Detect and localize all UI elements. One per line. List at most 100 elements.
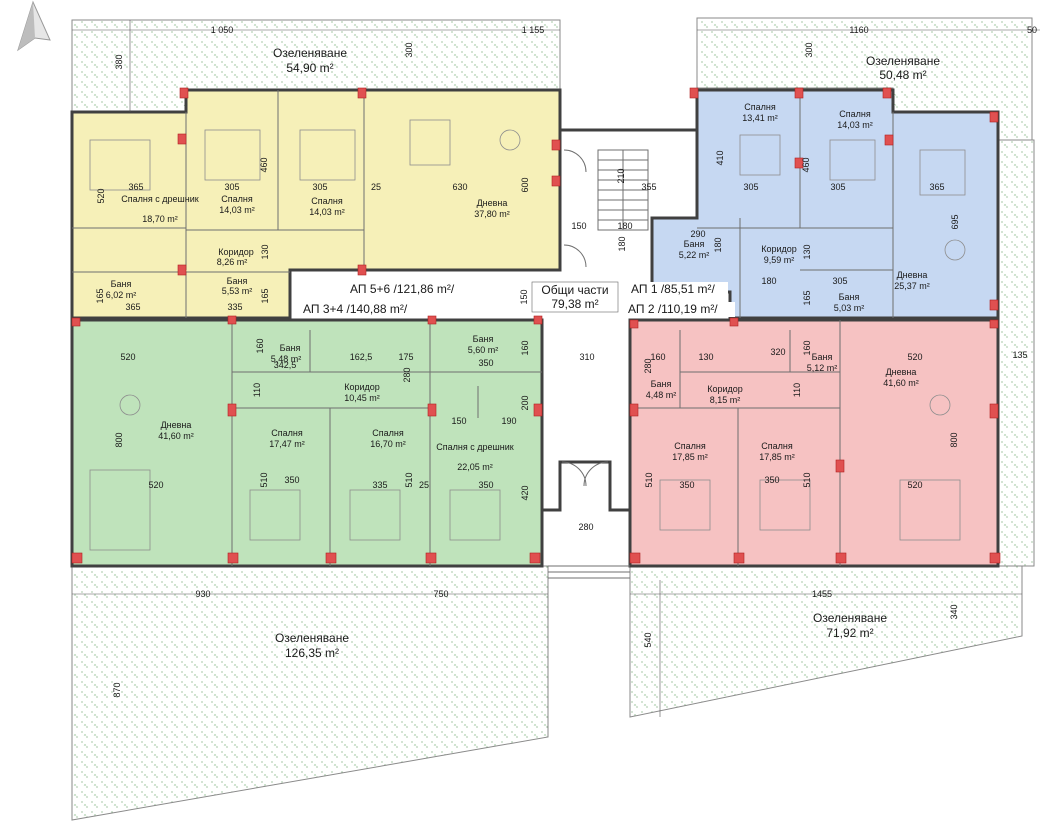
room-area: 16,70 m² <box>370 439 406 449</box>
room-area: 8,26 m² <box>217 257 248 267</box>
dim-text: 50 <box>1027 25 1037 35</box>
dim-text: 290 <box>690 229 705 239</box>
dim-text: 510 <box>644 472 654 487</box>
room-name: Спалня <box>372 428 404 438</box>
dim-text: 165 <box>95 288 105 303</box>
room-area: 5,12 m² <box>807 363 838 373</box>
room-area: 5,53 m² <box>222 286 253 296</box>
dim-text: 305 <box>743 182 758 192</box>
dim-text: 25 <box>371 182 381 192</box>
garden-sw-name: Озеленяване <box>275 631 349 645</box>
dim-text: 540 <box>643 632 653 647</box>
room-area: 25,37 m² <box>894 281 930 291</box>
room-name: Баня <box>280 343 301 353</box>
north-arrow-icon <box>17 0 51 52</box>
garden-labels: Озеленяване 54,90 m² Озеленяване 50,48 m… <box>273 46 940 660</box>
garden-nw-area: 54,90 m² <box>286 61 333 75</box>
room-name: Спалня <box>311 196 343 206</box>
room-name: Баня <box>227 276 248 286</box>
room-name: Спалня <box>674 441 706 451</box>
dim-text: 460 <box>259 157 269 172</box>
dim-text: 800 <box>949 432 959 447</box>
room-area: 14,03 m² <box>837 120 873 130</box>
room-name: Спалня с дрешник <box>436 442 513 452</box>
unit-label-ap1: АП 1 /85,51 m²/ <box>631 282 716 296</box>
common-area-name: Общи части <box>541 283 608 297</box>
garden-se-name: Озеленяване <box>813 611 887 625</box>
room-area: 9,59 m² <box>764 255 795 265</box>
dim-text: 25 <box>419 480 429 490</box>
room-name: Баня <box>473 334 494 344</box>
dim-text: 365 <box>125 302 140 312</box>
dimension-lines <box>72 20 1040 717</box>
dim-text: 520 <box>120 352 135 362</box>
common-area <box>542 128 699 579</box>
dim-text: 165 <box>260 288 270 303</box>
structural-columns <box>71 87 1001 564</box>
dim-text: 630 <box>452 182 467 192</box>
room-name: Баня <box>812 352 833 362</box>
dim-text: 180 <box>617 221 632 231</box>
apartment-2 <box>628 318 1000 568</box>
dim-text: 160 <box>255 338 265 353</box>
dim-text: 162,5 <box>350 352 373 362</box>
dim-text: 320 <box>770 347 785 357</box>
dim-text: 510 <box>404 472 414 487</box>
dim-text: 305 <box>832 276 847 286</box>
room-area: 5,03 m² <box>834 303 865 313</box>
room-name: Дневна <box>161 420 192 430</box>
dim-text: 305 <box>224 182 239 192</box>
garden-nw-name: Озеленяване <box>273 46 347 60</box>
room-area: 17,85 m² <box>759 452 795 462</box>
room-name: Дневна <box>897 270 928 280</box>
dim-text: 695 <box>950 214 960 229</box>
room-area: 14,03 m² <box>219 205 255 215</box>
dim-text: 110 <box>252 383 262 397</box>
room-area: 41,60 m² <box>158 431 194 441</box>
dim-text: 280 <box>578 522 593 532</box>
room-area: 4,48 m² <box>646 390 677 400</box>
room-name: Спалня с дрешник <box>121 194 198 204</box>
dim-text: 520 <box>907 480 922 490</box>
dim-text: 460 <box>801 157 811 172</box>
dim-text: 1 050 <box>211 25 234 35</box>
dim-text: 190 <box>501 416 516 426</box>
furniture <box>89 119 966 551</box>
dim-text: 150 <box>451 416 466 426</box>
dim-text: 340 <box>949 604 959 619</box>
room-name: Дневна <box>886 367 917 377</box>
unit-label-ap56: АП 5+6 /121,86 m²/ <box>350 282 455 296</box>
room-name: Баня <box>839 292 860 302</box>
room-area: 8,15 m² <box>710 395 741 405</box>
dim-text: 335 <box>227 302 242 312</box>
dim-text: 800 <box>114 432 124 447</box>
dim-text: 380 <box>114 54 124 69</box>
dim-text: 520 <box>148 480 163 490</box>
garden-sw <box>71 565 549 821</box>
dim-text: 200 <box>520 395 530 410</box>
garden-se-area: 71,92 m² <box>826 626 873 640</box>
room-name: Спалня <box>761 441 793 451</box>
unit-label-ap34: АП 3+4 /140,88 m²/ <box>303 302 408 316</box>
room-area: 17,47 m² <box>269 439 305 449</box>
room-area: 5,60 m² <box>468 345 499 355</box>
dim-text: 365 <box>128 182 143 192</box>
room-name: Коридор <box>761 244 797 254</box>
dim-text: 355 <box>641 182 656 192</box>
dim-text: 130 <box>802 244 812 259</box>
dim-text: 135 <box>1012 350 1027 360</box>
dim-text: 180 <box>713 237 723 252</box>
dim-text: 160 <box>802 340 812 355</box>
room-name: Баня <box>111 279 132 289</box>
dim-text: 350 <box>478 358 493 368</box>
dim-text: 350 <box>478 480 493 490</box>
unit-labels: АП 5+6 /121,86 m²/ АП 3+4 /140,88 m²/ АП… <box>300 281 735 317</box>
dim-text: 350 <box>679 480 694 490</box>
room-name: Коридор <box>344 382 380 392</box>
dim-text: 280 <box>643 358 653 373</box>
dim-text: 342,5 <box>274 360 297 370</box>
room-labels: Спалня с дрешник 18,70 m² Спалня 14,03 m… <box>106 102 930 472</box>
dim-text: 1 155 <box>522 25 545 35</box>
dim-text: 350 <box>284 475 299 485</box>
